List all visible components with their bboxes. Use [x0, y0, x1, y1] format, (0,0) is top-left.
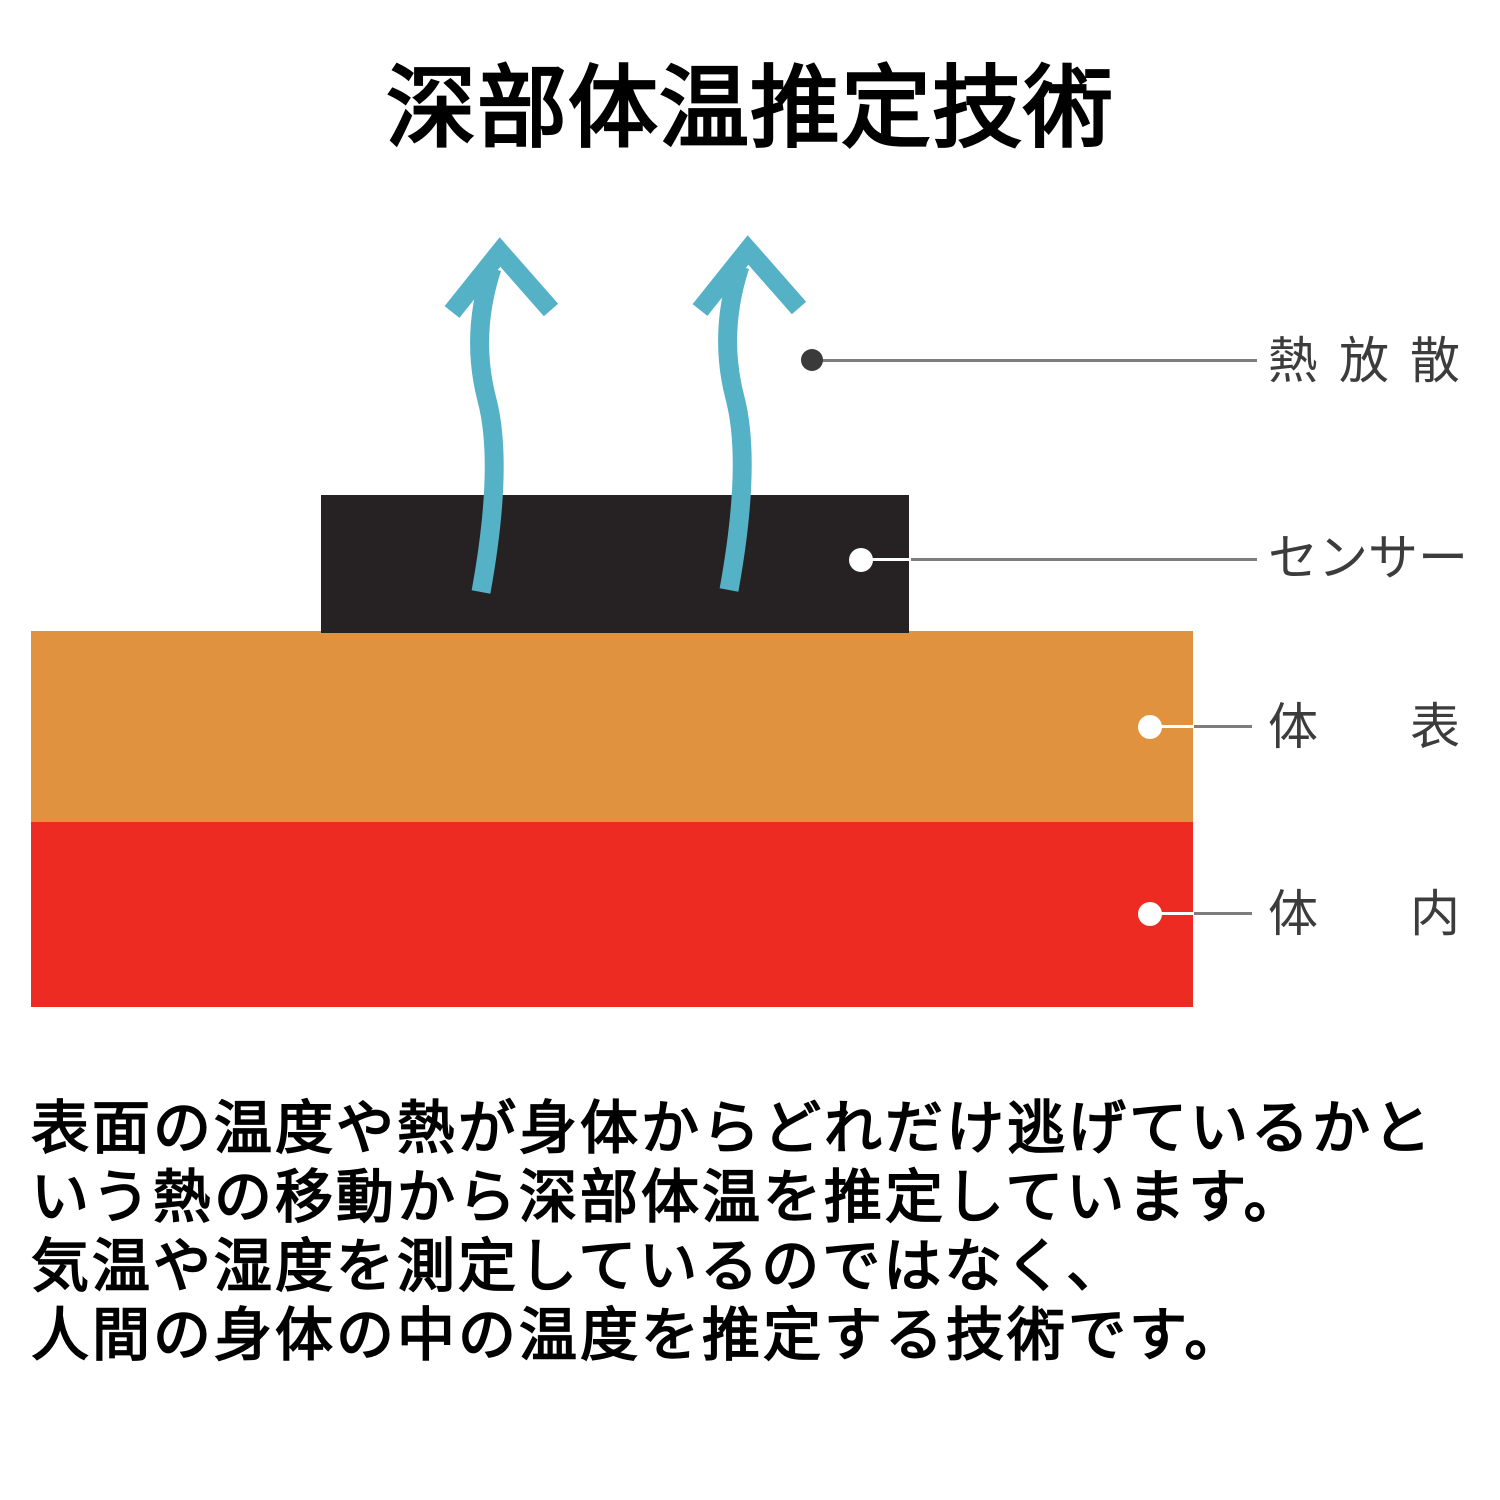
- leader-line-sensor: [911, 558, 1257, 561]
- description-line: いう熱の移動から深部体温を推定しています。: [31, 1165, 1305, 1230]
- leader-line-heat-dissipation: [818, 359, 1257, 362]
- leader-line-body-surface: [1194, 725, 1252, 728]
- leader-dot-sensor: [849, 548, 873, 572]
- description-line: 表面の温度や熱が身体からどれだけ逃げているかと: [31, 1096, 1435, 1161]
- label-sensor: センサー: [1268, 530, 1468, 586]
- leader-line-body-inner: [1194, 912, 1252, 915]
- page-title: 深部体温推定技術: [386, 59, 1114, 159]
- leader-line-body-surface-inner: [1150, 725, 1194, 728]
- label-body-surface: 体 表: [1268, 699, 1460, 755]
- leader-line-sensor-inner: [861, 558, 911, 561]
- body-surface-layer: [31, 631, 1193, 822]
- leader-line-body-inner-inner: [1150, 912, 1194, 915]
- body-inner-layer: [31, 822, 1193, 1007]
- leader-dot-body-inner: [1138, 902, 1162, 926]
- description-text: 表面の温度や熱が身体からどれだけ逃げているかと いう熱の移動から深部体温を推定し…: [31, 1094, 1491, 1370]
- label-body-inner: 体 内: [1268, 886, 1460, 942]
- leader-dot-heat-dissipation: [801, 349, 823, 371]
- description-line: 人間の身体の中の温度を推定する技術です。: [31, 1303, 1246, 1368]
- leader-dot-body-surface: [1138, 715, 1162, 739]
- description-line: 気温や湿度を測定しているのではなく、: [31, 1234, 1128, 1299]
- sensor-block: [321, 495, 909, 633]
- label-heat-dissipation: 熱放散: [1268, 333, 1460, 389]
